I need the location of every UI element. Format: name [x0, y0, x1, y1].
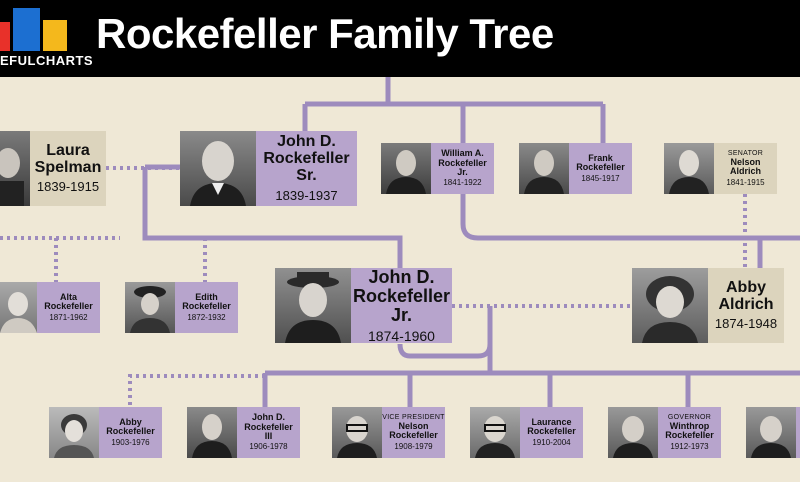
person-years: 1874-1960: [368, 327, 435, 343]
person-name-line3: Jr.: [457, 167, 468, 178]
portrait-photo: [332, 407, 382, 458]
page-title: Rockefeller Family Tree: [96, 10, 554, 57]
person-name-line2: Rockefeller: [44, 301, 93, 312]
person-name-line2: Rockefeller: [389, 430, 438, 441]
portrait-photo: [125, 282, 175, 333]
person-card-nelson-aldrich[interactable]: SENATOR Nelson Aldrich 1841-1915: [664, 143, 777, 194]
person-name-line2: Aldrich: [718, 295, 774, 313]
person-card-nelson-rockefeller[interactable]: VICE PRESIDENT Nelson Rockefeller 1908-1…: [332, 407, 445, 458]
portrait-photo: [632, 268, 708, 343]
person-years: 1839-1937: [275, 187, 338, 203]
person-name-line2: Rockefeller: [106, 426, 155, 437]
person-name-line2: Rockefeller: [244, 421, 293, 432]
portrait-photo: [0, 131, 30, 206]
person-years: 1910-2004: [532, 437, 571, 447]
person-card-winthrop[interactable]: GOVERNOR Winthrop Rockefeller 1912-1973: [608, 407, 721, 458]
person-card-abby-aldrich[interactable]: Abby Aldrich 1874-1948: [632, 268, 784, 343]
person-name-line1: Edith: [195, 291, 218, 302]
logo-bars-icon: [0, 8, 67, 51]
person-name-line2: Rockefeller: [263, 150, 350, 168]
person-name-line1: John D.: [277, 133, 336, 151]
person-name-line1: Nelson: [730, 157, 761, 168]
person-name-line1: John D.: [368, 268, 435, 287]
person-name-line1: William A.: [441, 148, 484, 159]
person-name-line2: Rockefeller: [182, 301, 231, 312]
person-years: 1845-1917: [581, 173, 620, 183]
person-card-william[interactable]: William A. Rockefeller Jr. 1841-1922: [381, 143, 494, 194]
person-name-line1: Abby: [119, 416, 142, 427]
person-years: 1906-1978: [249, 442, 288, 452]
person-name-line1: Laurance: [531, 416, 572, 427]
person-years: 1871-1962: [49, 312, 88, 322]
person-name-line1: Alta: [59, 291, 77, 302]
person-card-partial[interactable]: [746, 407, 800, 458]
portrait-photo: [381, 143, 431, 194]
portrait-photo: [187, 407, 237, 458]
person-name-line1: Abby: [726, 278, 766, 296]
header-bar: EFULCHARTS Rockefeller Family Tree: [0, 0, 800, 77]
person-card-alta[interactable]: Alta Rockefeller 1871-1962: [0, 282, 100, 333]
portrait-photo: [0, 282, 37, 333]
portrait-photo: [470, 407, 520, 458]
person-name-line2: Rockefeller: [527, 426, 576, 437]
person-card-jdr-sr[interactable]: John D. Rockefeller Sr. 1839-1937: [180, 131, 357, 206]
person-card-edith[interactable]: Edith Rockefeller 1872-1932: [125, 282, 238, 333]
portrait-photo: [664, 143, 714, 194]
portrait-photo: [49, 407, 99, 458]
person-name-line3: Sr.: [296, 167, 317, 185]
logo-text: EFULCHARTS: [0, 53, 94, 68]
portrait-photo: [519, 143, 569, 194]
portrait-photo: [746, 407, 796, 458]
person-card-abby-rockefeller[interactable]: Abby Rockefeller 1903-1976: [49, 407, 162, 458]
person-name-line1: John D.: [252, 412, 285, 423]
person-years: 1908-1979: [394, 441, 433, 451]
person-name-line2: Aldrich: [729, 166, 761, 177]
person-name-line2: Rockefeller: [438, 157, 487, 168]
portrait-photo: [275, 268, 351, 343]
person-title-prefix: VICE PRESIDENT: [382, 413, 445, 421]
person-title-prefix: SENATOR: [727, 149, 764, 157]
person-years: 1874-1948: [714, 316, 778, 332]
person-card-jdr-iii[interactable]: John D. Rockefeller III 1906-1978: [187, 407, 300, 458]
person-name-line1: Frank: [588, 152, 613, 163]
person-name-line1: Laura: [46, 141, 90, 159]
person-title-prefix: GOVERNOR: [667, 413, 712, 421]
person-card-jdr-jr[interactable]: John D. Rockefeller Jr. 1874-1960: [275, 268, 452, 343]
person-years: 1839-1915: [36, 179, 100, 195]
person-card-laurance[interactable]: Laurance Rockefeller 1910-2004: [470, 407, 583, 458]
portrait-photo: [180, 131, 256, 206]
person-name-line3: Jr.: [390, 304, 413, 325]
person-name-line2: Rockefeller: [576, 162, 625, 173]
person-years: 1912-1973: [670, 441, 709, 451]
person-years: 1841-1922: [443, 178, 482, 188]
person-card-frank[interactable]: Frank Rockefeller 1845-1917: [519, 143, 632, 194]
person-years: 1903-1976: [111, 437, 150, 447]
person-years: 1841-1915: [726, 177, 765, 187]
person-name-line2: Rockefeller: [352, 285, 451, 306]
person-name-line1: Nelson: [398, 421, 429, 432]
portrait-photo: [608, 407, 658, 458]
person-name-line2: Rockefeller: [665, 430, 714, 441]
person-card-laura-spelman[interactable]: Laura Spelman 1839-1915: [0, 131, 106, 206]
person-years: 1872-1932: [187, 312, 226, 322]
person-name-line3: III: [264, 431, 273, 442]
person-name-line1: Winthrop: [669, 421, 710, 432]
person-name-line2: Spelman: [34, 158, 102, 176]
